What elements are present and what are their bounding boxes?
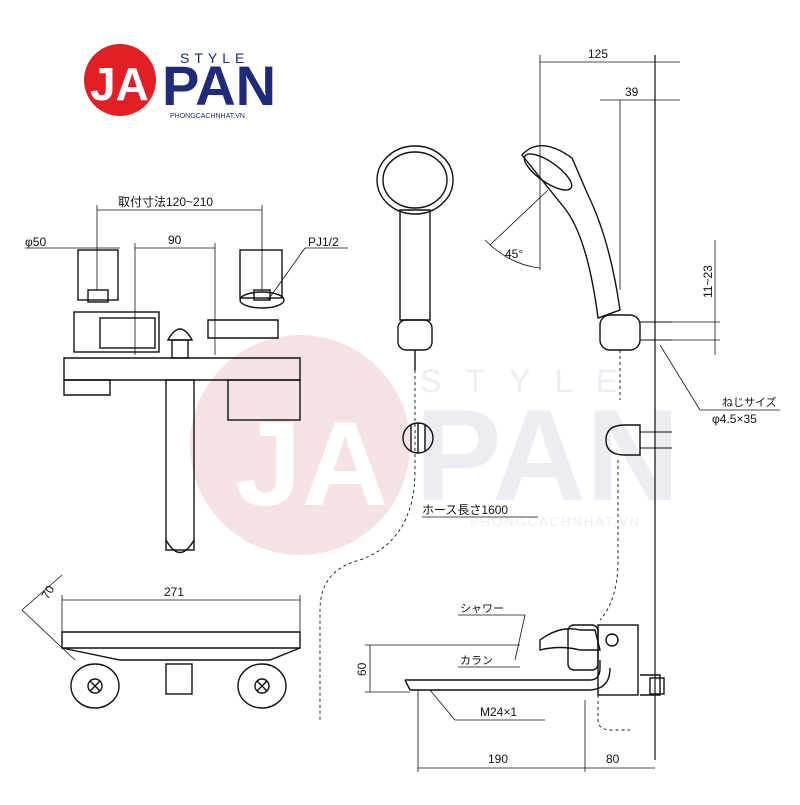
dim-39-text: 39 <box>625 85 639 99</box>
side-lever <box>539 628 601 651</box>
logo-mark: JA <box>90 58 149 110</box>
shower-head-front: ホース長さ1600 <box>319 145 538 720</box>
watermark-mark: JA <box>235 397 388 531</box>
watermark-url: PHONGCACHNHAT.VN <box>470 514 641 529</box>
shower-head-side <box>521 145 621 319</box>
dim-70-text: 70 <box>38 583 57 602</box>
wall-hook-side <box>605 424 641 456</box>
logo-circle <box>84 44 156 116</box>
dim-pj-text: PJ1/2 <box>308 235 339 249</box>
dim-80-text: 80 <box>606 752 620 766</box>
shower-switch <box>227 379 301 421</box>
left-handle-top <box>70 663 120 709</box>
screw-size-label: ねじサイズ <box>722 395 777 409</box>
hose-length-text: ホース長さ1600 <box>422 503 508 517</box>
watermark-circle <box>190 335 410 555</box>
shower-label: シャワー <box>460 603 504 615</box>
right-handle-top <box>237 663 287 709</box>
shower-handle <box>399 209 431 321</box>
hose-dashed-line <box>319 370 416 720</box>
watermark-style: S T Y L E <box>420 363 625 399</box>
side-valve <box>567 624 599 671</box>
dim-190-text: 190 <box>488 752 508 766</box>
watermark: JA PAN S T Y L E PHONGCACHNHAT.VN <box>190 335 680 555</box>
spout-top <box>165 663 193 695</box>
dim-phi50-text: φ50 <box>25 235 46 249</box>
screw-size-value: φ4.5×35 <box>712 412 757 426</box>
dim-125-text: 125 <box>588 47 608 61</box>
right-leg <box>239 249 283 299</box>
spout-pipe <box>165 379 195 551</box>
right-handle <box>207 319 279 339</box>
side-spout <box>405 660 601 681</box>
brand-logo: JA PAN STYLE PHONGCACHNHAT.VN <box>84 44 276 120</box>
dim-mount-text: 取付寸法120~210 <box>118 195 213 209</box>
left-leg <box>77 249 119 301</box>
dim-271-text: 271 <box>164 585 184 599</box>
top-body <box>61 631 301 649</box>
spout-tip <box>165 539 195 554</box>
side-bracket <box>597 624 639 696</box>
angle-45-text: 45° <box>505 247 523 261</box>
center-knob <box>166 328 194 341</box>
faucet-label: カラン <box>460 654 493 667</box>
logo-word: PAN <box>162 54 276 117</box>
dim-90-text: 90 <box>168 233 182 247</box>
logo-style: STYLE <box>180 50 249 66</box>
front-view: 取付寸法120~210 φ50 90 PJ1/2 <box>25 195 348 554</box>
shower-holder-front <box>397 319 433 351</box>
dim-11-23-text: 11~23 <box>701 265 715 298</box>
left-body <box>73 311 160 353</box>
logo-url: PHONGCACHNHAT.VN <box>170 113 245 120</box>
top-view: 271 70 <box>21 574 301 709</box>
shower-side-view: 125 39 45° 11~23 ねじサイズ φ4.5×35 <box>484 47 780 760</box>
dim-60-text: 60 <box>355 662 369 676</box>
shower-holder-side <box>599 314 641 351</box>
side-view: 60 シャワー カラン M24×1 190 80 <box>355 603 665 772</box>
thread-text: M24×1 <box>480 705 517 719</box>
